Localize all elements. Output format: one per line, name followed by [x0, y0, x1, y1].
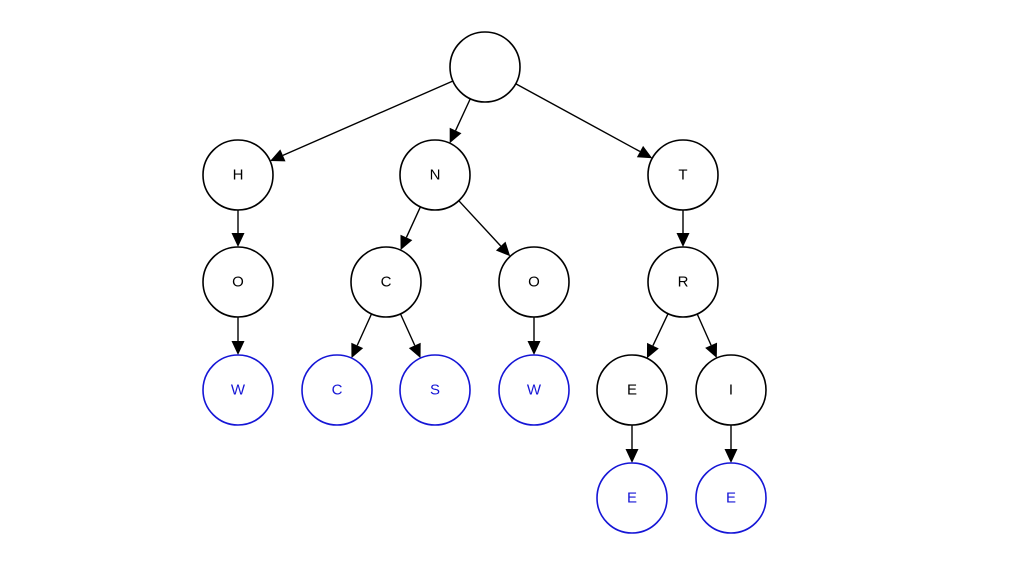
trie-node: R: [647, 246, 719, 318]
arrowhead: [495, 241, 511, 257]
arrowhead: [527, 341, 541, 355]
arrowhead: [676, 233, 690, 247]
terminal-node: E: [596, 462, 668, 534]
node-label: S: [430, 382, 440, 399]
edge-nc-ncc: [351, 313, 373, 359]
edge-tr-tre: [646, 313, 669, 359]
arrowhead: [625, 449, 639, 463]
arrowhead: [646, 342, 659, 359]
terminal-node: C: [301, 354, 373, 426]
trie-node: O: [498, 246, 570, 318]
terminal-node: S: [399, 354, 471, 426]
arrowhead: [449, 127, 462, 144]
edge-tri-trie: [724, 425, 738, 463]
edge-line: [454, 98, 471, 131]
node-circle: [647, 139, 719, 211]
arrowhead: [636, 145, 653, 159]
edge-line: [405, 206, 422, 238]
edge-nc-ncs: [399, 313, 421, 359]
node-label: N: [430, 167, 441, 184]
node-circle: [449, 31, 521, 103]
trie-node: I: [695, 354, 767, 426]
edge-tr-tri: [696, 313, 718, 359]
node-label: R: [678, 274, 689, 291]
trie-node: C: [350, 246, 422, 318]
edge-h-ho: [231, 210, 245, 247]
edge-root-n: [449, 98, 471, 144]
node-label: E: [627, 382, 637, 399]
node-label: O: [232, 274, 244, 291]
terminal-node: E: [695, 462, 767, 534]
edge-line: [282, 80, 454, 157]
node-circle: [596, 354, 668, 426]
node-circle: [498, 246, 570, 318]
node-circle: [695, 462, 767, 534]
trie-node: E: [596, 354, 668, 426]
edge-n-nc: [400, 206, 422, 251]
node-label: W: [527, 382, 542, 399]
terminal-node: W: [202, 354, 274, 426]
edge-line: [458, 200, 502, 247]
node-label: C: [381, 274, 392, 291]
edge-root-h: [270, 80, 454, 162]
node-label: E: [627, 490, 637, 507]
edge-line: [652, 313, 669, 346]
node-circle: [399, 354, 471, 426]
node-label: C: [332, 382, 343, 399]
arrowhead: [408, 342, 421, 359]
arrowhead: [705, 342, 718, 359]
node-circle: [596, 462, 668, 534]
trie-node: T: [647, 139, 719, 211]
edge-root-t: [515, 83, 653, 159]
trie-node: N: [399, 139, 471, 211]
terminal-node: W: [498, 354, 570, 426]
arrowhead: [400, 234, 413, 251]
node-circle: [695, 354, 767, 426]
nodes-layer: H N T O C O R W C S W E I E E: [202, 31, 767, 534]
arrowhead: [231, 233, 245, 247]
edge-n-no: [458, 200, 511, 257]
edge-no-now: [527, 317, 541, 355]
arrowhead: [724, 449, 738, 463]
root-node: [449, 31, 521, 103]
trie-node: O: [202, 246, 274, 318]
node-label: O: [528, 274, 540, 291]
node-label: E: [726, 490, 736, 507]
node-circle: [301, 354, 373, 426]
node-label: T: [678, 167, 687, 184]
node-label: H: [233, 167, 244, 184]
node-circle: [202, 354, 274, 426]
edge-line: [696, 313, 712, 346]
edge-ho-how: [231, 317, 245, 355]
trie-node: H: [202, 139, 274, 211]
node-circle: [202, 246, 274, 318]
edges-layer: [231, 80, 738, 463]
edge-tre-tree: [625, 425, 639, 463]
arrowhead: [351, 342, 364, 359]
edge-line: [399, 313, 416, 346]
arrowhead: [231, 341, 245, 355]
node-circle: [399, 139, 471, 211]
arrowhead: [270, 149, 286, 162]
node-circle: [498, 354, 570, 426]
node-label: W: [231, 382, 246, 399]
edge-line: [515, 83, 641, 153]
edge-t-tr: [676, 210, 690, 247]
node-label: I: [729, 382, 733, 399]
edge-line: [356, 313, 373, 346]
node-circle: [202, 139, 274, 211]
node-circle: [350, 246, 422, 318]
node-circle: [647, 246, 719, 318]
